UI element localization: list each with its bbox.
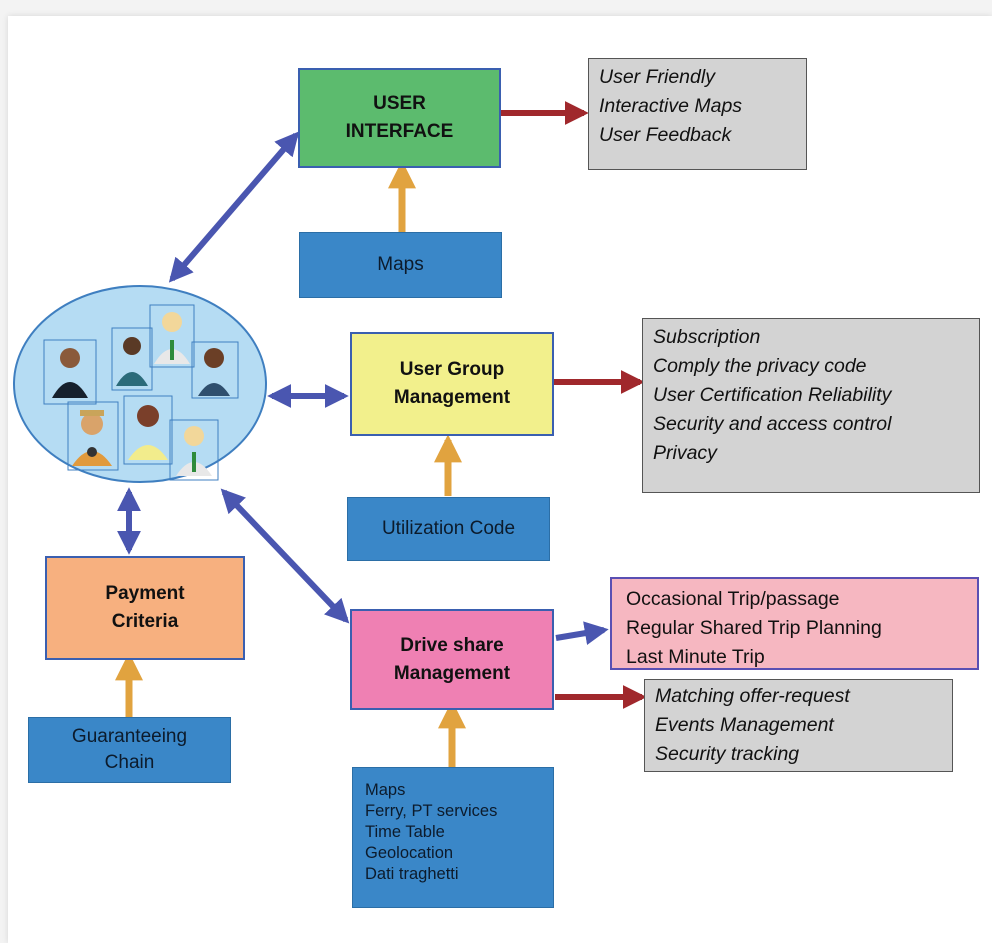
list-item: Events Management: [655, 714, 834, 736]
list-item: Interactive Maps: [599, 95, 743, 117]
drive-features-list: Matching offer-request Events Management…: [644, 679, 953, 772]
arrow-drive-trips: [555, 621, 609, 645]
person-icon: [67, 401, 119, 471]
list-item: Privacy: [653, 442, 717, 464]
list-item: Geolocation: [365, 844, 454, 862]
payment-line1: Payment: [105, 583, 185, 604]
user-group-line2: Management: [393, 387, 511, 408]
list-item: Security and access control: [653, 413, 892, 435]
arrow-users-ui: [168, 131, 300, 283]
maps-label: Maps: [377, 254, 424, 275]
drive-share-management-box: Drive share Management: [350, 609, 554, 710]
person-icon: [169, 419, 219, 481]
list-item: Security tracking: [655, 743, 800, 765]
list-item: User Certification Reliability: [653, 384, 892, 406]
list-item: Regular Shared Trip Planning: [626, 617, 882, 639]
user-avatars: [43, 304, 239, 481]
list-item: Dati traghetti: [365, 865, 459, 883]
utilization-code-label: Utilization Code: [381, 518, 516, 539]
payment-line2: Criteria: [111, 611, 179, 632]
list-item: Comply the privacy code: [653, 355, 867, 377]
list-item: Subscription: [653, 326, 761, 348]
list-item: User Feedback: [599, 124, 732, 146]
person-icon: [149, 304, 195, 368]
utilization-code-box: Utilization Code: [347, 497, 550, 561]
user-group-line1: User Group: [399, 359, 505, 380]
guaranteeing-line1: Guaranteeing: [71, 726, 188, 747]
trip-types-list: Occasional Trip/passage Regular Shared T…: [610, 577, 979, 670]
user-interface-line2: INTERFACE: [345, 121, 454, 142]
guaranteeing-line2: Chain: [104, 752, 155, 773]
drive-share-line1: Drive share: [400, 634, 504, 656]
drive-sources-box: Maps Ferry, PT services Time Table Geolo…: [352, 767, 554, 908]
guaranteeing-chain-box: Guaranteeing Chain: [28, 717, 231, 783]
list-item: Time Table: [365, 823, 445, 841]
user-interface-line1: USER: [373, 93, 426, 114]
person-icon: [123, 395, 173, 465]
list-item: Last Minute Trip: [626, 646, 765, 668]
list-item: Maps: [365, 781, 406, 799]
drive-share-line2: Management: [393, 662, 511, 684]
person-icon: [111, 327, 153, 391]
list-item: User Friendly: [599, 66, 715, 88]
group-features-list: Subscription Comply the privacy code Use…: [642, 318, 980, 493]
user-interface-box: USER INTERFACE: [298, 68, 501, 168]
person-icon: [43, 339, 97, 405]
list-item: Ferry, PT services: [365, 802, 498, 820]
user-group-management-box: User Group Management: [350, 332, 554, 436]
person-icon: [191, 341, 239, 399]
list-item: Matching offer-request: [655, 685, 850, 707]
maps-box: Maps: [299, 232, 502, 298]
arrow-users-drive: [220, 488, 350, 624]
payment-criteria-box: Payment Criteria: [45, 556, 245, 660]
list-item: Occasional Trip/passage: [626, 588, 840, 610]
ui-features-list: User Friendly Interactive Maps User Feed…: [588, 58, 807, 170]
